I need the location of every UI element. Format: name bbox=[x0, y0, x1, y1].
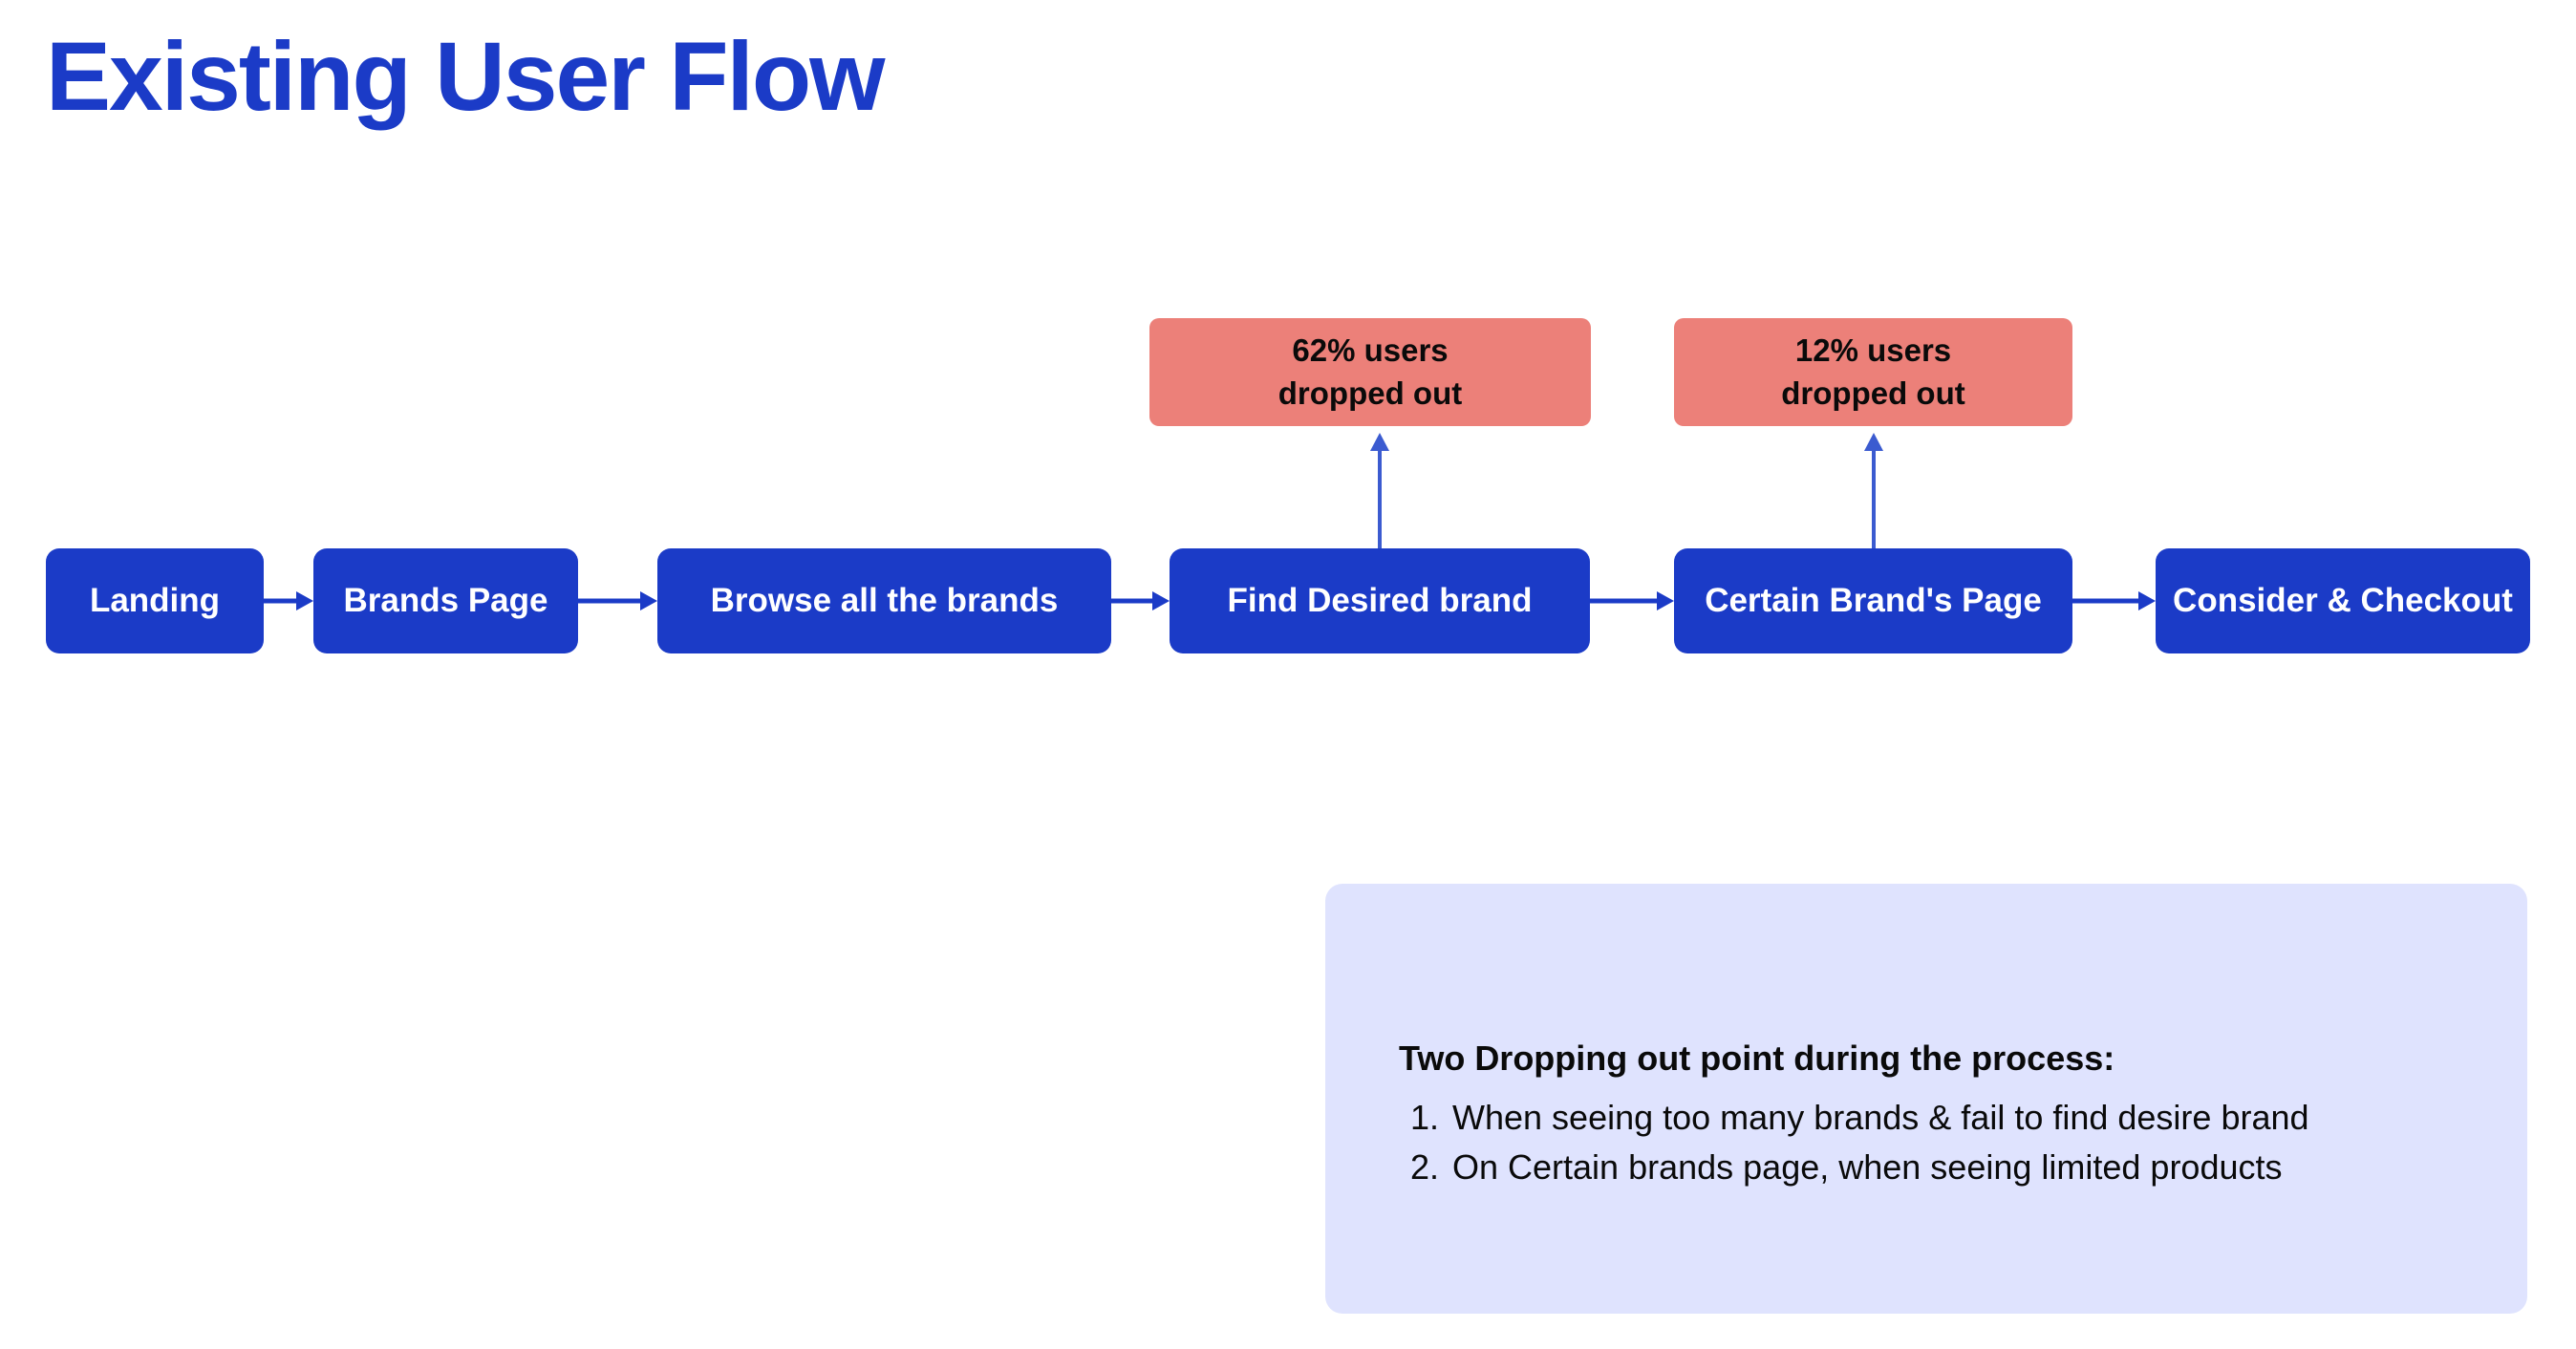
page-title: Existing User Flow bbox=[46, 22, 886, 131]
flow-step-browse-brands[interactable]: Browse all the brands bbox=[657, 548, 1111, 653]
dropout-status-line: dropped out bbox=[1781, 375, 1965, 411]
insights-note-content: Two Dropping out point during the proces… bbox=[1399, 1037, 2469, 1192]
connector-arrow-landing-to-brands-page bbox=[264, 582, 313, 620]
list-item-number: 2. bbox=[1409, 1146, 1439, 1187]
dropout-percent-line: 62% users bbox=[1292, 332, 1449, 369]
connector-arrow-up-find-brand bbox=[1361, 432, 1399, 550]
connector-arrow-find-brand-to-certain-brand bbox=[1590, 582, 1674, 620]
insights-note-list: 1. When seeing too many brands & fail to… bbox=[1399, 1093, 2469, 1192]
insights-note-heading: Two Dropping out point during the proces… bbox=[1399, 1039, 2115, 1078]
flow-step-label: Brands Page bbox=[343, 582, 548, 619]
flow-step-checkout[interactable]: Consider & Checkout bbox=[2156, 548, 2530, 653]
dropout-box-certain-brand: 12% users dropped out bbox=[1674, 318, 2072, 426]
list-item-text: On Certain brands page, when seeing limi… bbox=[1452, 1146, 2283, 1187]
connector-arrow-browse-to-find-brand bbox=[1111, 582, 1170, 620]
flow-step-brands-page[interactable]: Brands Page bbox=[313, 548, 578, 653]
insights-note-card: Two Dropping out point during the proces… bbox=[1325, 884, 2527, 1314]
flow-step-label: Landing bbox=[89, 582, 221, 619]
flow-step-landing[interactable]: Landing bbox=[46, 548, 264, 653]
flow-step-label: Find Desired brand bbox=[1227, 582, 1533, 619]
flow-step-find-brand[interactable]: Find Desired brand bbox=[1170, 548, 1590, 653]
connector-arrow-brands-page-to-browse bbox=[578, 582, 657, 620]
list-item: 2. On Certain brands page, when seeing l… bbox=[1399, 1143, 2469, 1192]
connector-arrow-certain-brand-to-checkout bbox=[2072, 582, 2156, 620]
flow-step-label: Certain Brand's Page bbox=[1705, 582, 2042, 619]
flow-step-label: Browse all the brands bbox=[710, 582, 1059, 619]
dropout-box-find-brand: 62% users dropped out bbox=[1149, 318, 1591, 426]
flow-step-label: Consider & Checkout bbox=[2173, 582, 2513, 619]
list-item-number: 1. bbox=[1409, 1097, 1439, 1137]
list-item: 1. When seeing too many brands & fail to… bbox=[1399, 1093, 2469, 1143]
list-item-text: When seeing too many brands & fail to fi… bbox=[1452, 1097, 2309, 1137]
flow-step-certain-brand[interactable]: Certain Brand's Page bbox=[1674, 548, 2072, 653]
connector-arrow-up-certain-brand bbox=[1855, 432, 1893, 550]
dropout-status-line: dropped out bbox=[1277, 375, 1463, 411]
dropout-percent-line: 12% users bbox=[1794, 332, 1952, 369]
